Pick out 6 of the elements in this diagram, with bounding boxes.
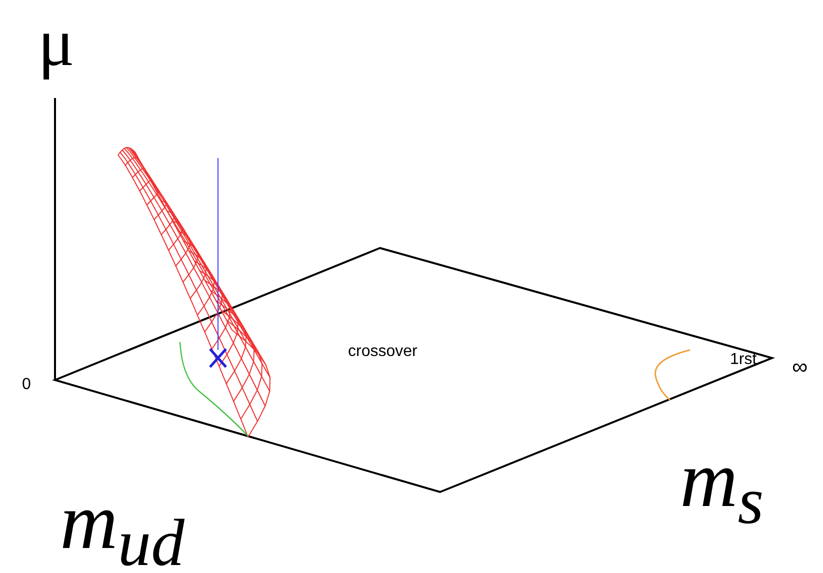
tick-label: ∞ [792, 356, 808, 378]
region-label: 1rst [730, 352, 757, 368]
region-label: crossover [348, 344, 418, 360]
tick-label: 0 [22, 377, 31, 393]
axis-label: m$_{s}$ [680, 440, 764, 536]
axis-label: m$_{ud}$ [60, 482, 184, 573]
